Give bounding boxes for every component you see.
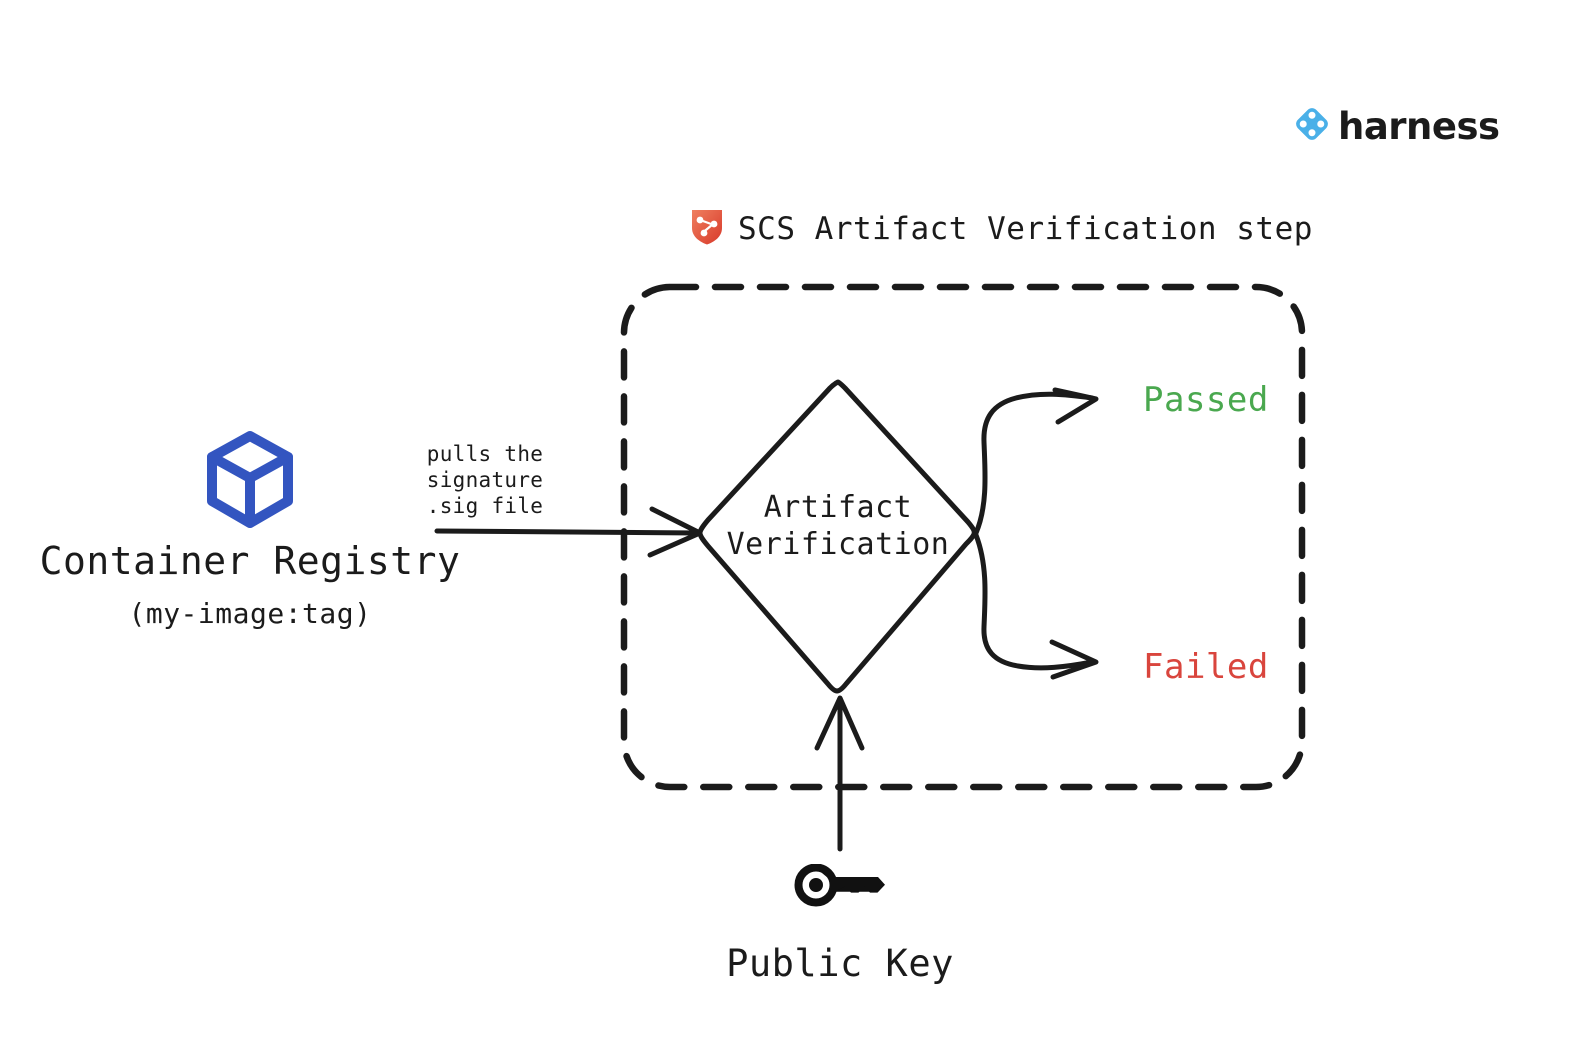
- decision-label-line-1: Artifact: [763, 490, 913, 525]
- cube-icon: [30, 425, 470, 535]
- step-title: SCS Artifact Verification step: [690, 208, 1313, 250]
- edge-label-line-1: pulls the signature: [426, 442, 544, 492]
- edge-label-pull-signature: pulls the signature .sig file: [371, 441, 599, 519]
- harness-logo: harness: [1292, 104, 1500, 148]
- harness-diamond-icon: [1292, 104, 1332, 148]
- public-key-title: Public Key: [726, 942, 954, 985]
- key-icon: [660, 860, 1020, 920]
- outcome-failed-label: Failed: [1143, 647, 1269, 687]
- node-public-key: Public Key: [660, 860, 1020, 985]
- step-boundary-box: [620, 283, 1306, 791]
- shield-node-icon: [690, 208, 724, 250]
- outcome-passed-label: Passed: [1143, 380, 1269, 420]
- step-title-label: SCS Artifact Verification step: [738, 211, 1313, 247]
- container-registry-subtitle: (my-image:tag): [128, 597, 372, 630]
- edge-label-line-2: .sig file: [426, 494, 544, 518]
- node-container-registry: Container Registry (my-image:tag): [30, 425, 470, 630]
- container-registry-title: Container Registry: [39, 539, 461, 583]
- harness-wordmark: harness: [1338, 104, 1500, 148]
- decision-node-label: Artifact Verification: [700, 489, 976, 563]
- decision-label-line-2: Verification: [726, 527, 950, 562]
